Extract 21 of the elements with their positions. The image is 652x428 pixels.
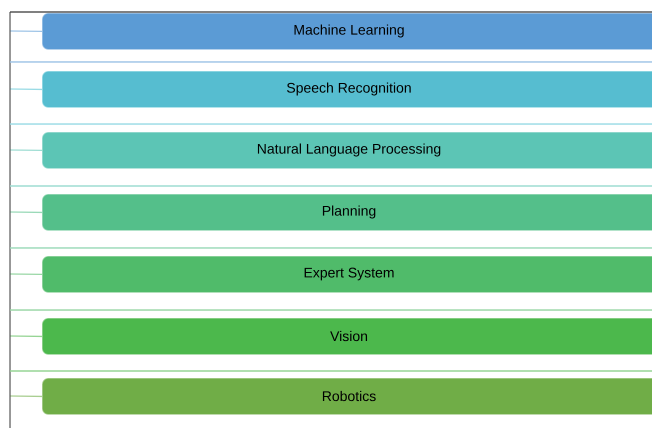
node-label: Natural Language Processing	[258, 143, 440, 157]
connector-line	[10, 395, 42, 398]
node-label: Vision	[330, 330, 368, 342]
node-label: Planning	[322, 205, 376, 219]
category-box	[42, 318, 652, 355]
connector-line	[10, 273, 42, 276]
connector-line	[10, 88, 42, 90]
node-label: Robotics	[322, 390, 376, 402]
connector-line	[10, 211, 42, 214]
category-box	[42, 378, 652, 415]
category-box	[42, 13, 652, 50]
category-box	[42, 71, 652, 108]
category-box	[42, 132, 652, 169]
category-box	[42, 256, 652, 293]
node-label: Expert System	[304, 268, 394, 280]
connector-line	[10, 335, 42, 338]
category-box	[42, 194, 652, 231]
connector-line	[10, 149, 42, 152]
node-label: Speech Recognition	[286, 82, 411, 96]
node-label: Machine Learning	[294, 24, 404, 38]
connector-line	[10, 30, 42, 32]
